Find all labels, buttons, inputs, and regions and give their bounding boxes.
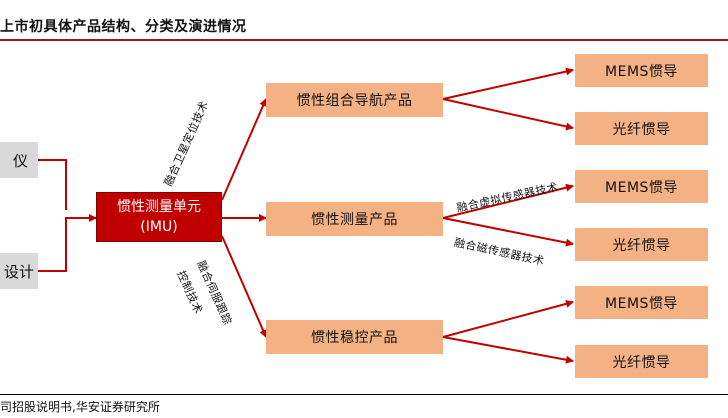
footer-divider <box>0 394 728 395</box>
leaf-meas-mems: MEMS惯导 <box>575 170 708 203</box>
input-box-instrument: 仪 <box>0 142 38 178</box>
imu-title: 惯性测量单元 <box>117 199 201 215</box>
arrow-stab-to-fiber <box>442 336 574 364</box>
input-box-design: 设计 <box>0 253 38 289</box>
title-divider <box>0 39 728 41</box>
product-stabilization-label: 惯性稳控产品 <box>311 330 398 346</box>
source-note: 司招股说明书,华安证券研究所 <box>0 400 160 414</box>
product-navigation-label: 惯性组合导航产品 <box>296 93 413 109</box>
arrow-meas-to-mems <box>442 183 574 219</box>
leaf-nav-mems-label: MEMS惯导 <box>605 63 678 80</box>
imu-subtitle: (IMU) <box>140 219 178 235</box>
leaf-stab-fiber: 光纤惯导 <box>575 345 708 378</box>
arrow-stab-to-mems <box>442 299 574 338</box>
leaf-nav-mems: MEMS惯导 <box>575 54 708 87</box>
product-measurement: 惯性测量产品 <box>266 202 443 236</box>
imu-box: 惯性测量单元 (IMU) <box>96 192 222 242</box>
arrow-imu-to-stabilization <box>221 235 267 338</box>
leaf-stab-mems-label: MEMS惯导 <box>605 295 678 312</box>
leaf-nav-fiber: 光纤惯导 <box>575 112 708 145</box>
leaf-meas-fiber-label: 光纤惯导 <box>612 237 671 254</box>
input-box-instrument-label: 仪 <box>12 151 28 170</box>
input-box-design-label: 设计 <box>3 262 34 281</box>
input-connector-top <box>38 159 67 210</box>
product-navigation: 惯性组合导航产品 <box>266 83 443 117</box>
leaf-meas-mems-label: MEMS惯导 <box>605 179 678 196</box>
arrow-nav-to-fiber <box>442 98 574 131</box>
product-stabilization: 惯性稳控产品 <box>266 320 443 354</box>
leaf-stab-fiber-label: 光纤惯导 <box>612 354 671 371</box>
arrow-imu-to-navigation <box>221 98 267 201</box>
leaf-meas-fiber: 光纤惯导 <box>575 228 708 261</box>
product-measurement-label: 惯性测量产品 <box>311 212 398 228</box>
page-title: 上市初具体产品结构、分类及演进情况 <box>0 19 247 35</box>
leaf-nav-fiber-label: 光纤惯导 <box>612 121 671 138</box>
arrow-nav-to-mems <box>442 67 574 100</box>
arrow-meas-to-fiber <box>442 217 574 247</box>
leaf-stab-mems: MEMS惯导 <box>575 286 708 319</box>
input-connector-bottom <box>38 214 97 272</box>
